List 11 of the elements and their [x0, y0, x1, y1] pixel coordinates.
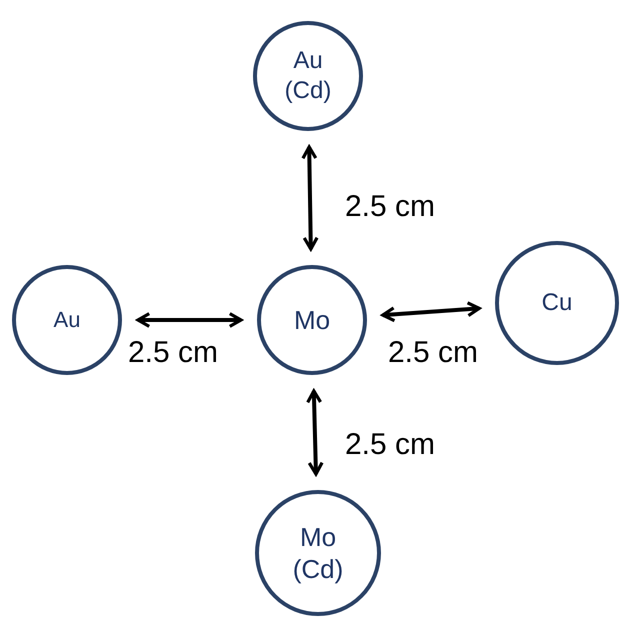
node-label: Cu [542, 288, 572, 318]
node-label: (Cd) [284, 76, 332, 106]
node-label: (Cd) [292, 553, 344, 586]
node-label: Mo [300, 520, 336, 553]
double-arrow [136, 312, 243, 328]
double-arrow [301, 145, 319, 251]
node-label: Au [54, 306, 80, 334]
double-arrow [381, 301, 481, 322]
node-label: Au [293, 46, 323, 76]
double-arrow [306, 389, 324, 476]
node-label: Mo [294, 304, 330, 336]
